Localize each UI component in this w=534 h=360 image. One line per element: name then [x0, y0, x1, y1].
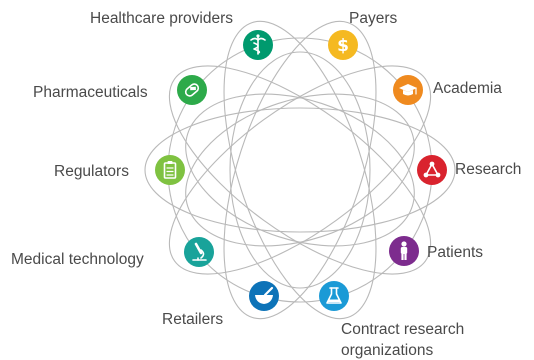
node-academia: Academia — [393, 75, 502, 105]
clipboard-icon — [163, 161, 177, 179]
node-regulators: Regulators — [54, 155, 185, 185]
molecule-icon — [423, 161, 441, 178]
flask-icon — [326, 287, 342, 304]
node-label: Healthcare providers — [90, 10, 233, 27]
node-label: Patients — [427, 244, 483, 261]
orbit-line — [144, 107, 456, 233]
node-healthcare-providers: Healthcare providers — [90, 10, 273, 60]
mortar-pestle-icon — [255, 286, 274, 304]
graduation-cap-icon — [399, 84, 417, 96]
orbit-line — [168, 65, 432, 275]
node-patients: Patients — [389, 236, 483, 266]
orbit-line — [185, 93, 415, 247]
node-medical-technology: Medical technology — [11, 237, 214, 268]
caduceus-icon — [250, 34, 266, 55]
node-label: Retailers — [162, 311, 223, 328]
orbit-line — [229, 51, 371, 289]
node-payers: $ Payers — [328, 10, 397, 60]
orbit-line — [223, 20, 377, 320]
node-label: Medical technology — [11, 251, 144, 268]
node-label-line-2: organizations — [341, 342, 433, 359]
node-circle — [319, 281, 349, 311]
node-label: Pharmaceuticals — [33, 84, 148, 101]
node-label: Research — [455, 161, 521, 178]
orbit-line — [223, 20, 377, 320]
node-label-line-1: Contract research — [341, 321, 464, 338]
node-circle — [417, 155, 447, 185]
person-icon — [400, 241, 408, 260]
node-contract-research: Contract research organizations — [319, 281, 464, 359]
node-research: Research — [417, 155, 521, 185]
node-label: Academia — [433, 80, 502, 97]
node-retailers: Retailers — [162, 281, 279, 328]
node-circle — [155, 155, 185, 185]
microscope-icon — [192, 242, 207, 261]
node-pharmaceuticals: Pharmaceuticals — [33, 75, 207, 105]
dollar-icon: $ — [337, 36, 349, 56]
node-label: Payers — [349, 10, 397, 27]
orbit-lines — [144, 20, 456, 320]
orbit-line — [168, 65, 432, 275]
node-label: Regulators — [54, 163, 129, 180]
pill-icon — [184, 83, 200, 97]
orbit-line — [185, 93, 415, 247]
node-circle — [328, 30, 358, 60]
